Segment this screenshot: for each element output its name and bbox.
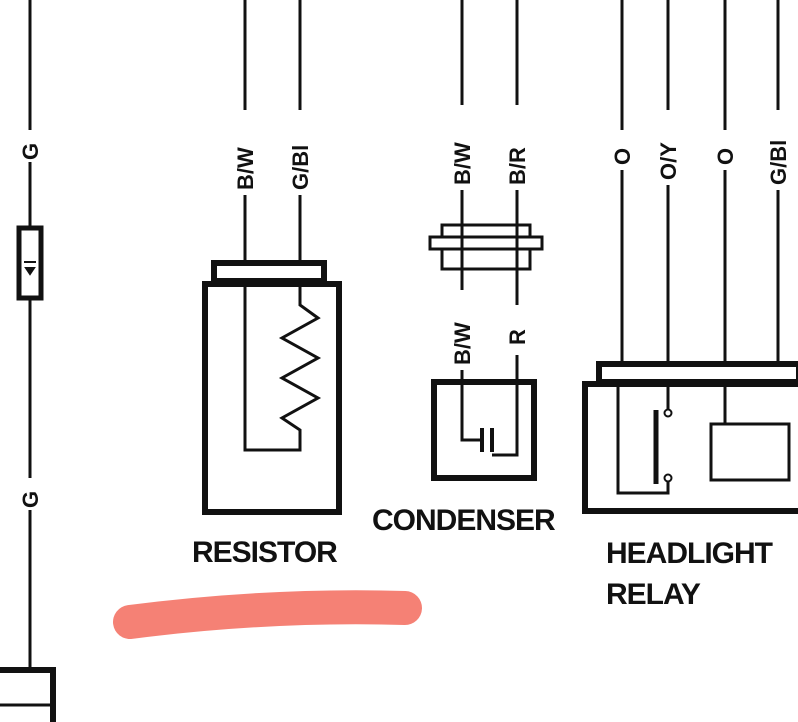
relay-label-line2: RELAY	[606, 578, 701, 611]
left-wire: G G	[0, 0, 56, 722]
highlight-mark	[113, 590, 422, 639]
wire-label: B/W	[450, 322, 475, 365]
wire-label: O	[610, 148, 635, 165]
wire-label: R	[505, 329, 530, 345]
headlight-relay-component: O O/Y O G/Bl HEADLIGHT RELAY	[582, 0, 798, 611]
wire-label: B/W	[450, 142, 475, 185]
wire-label: O	[713, 148, 738, 165]
wire-label: G	[18, 491, 43, 508]
resistor-label: RESISTOR	[192, 536, 338, 569]
resistor-component: B/W G/Bl RESISTOR	[192, 0, 342, 569]
condenser-label: CONDENSER	[372, 504, 556, 537]
relay-label-line1: HEADLIGHT	[606, 537, 773, 570]
wire-label: B/R	[505, 147, 530, 185]
wire-label: O/Y	[656, 142, 681, 180]
condenser-component: B/W B/R B/W R CONDENSER	[372, 0, 557, 537]
wire-label: G/Bl	[766, 140, 791, 185]
resistor-icon	[278, 284, 322, 440]
connector-box	[0, 667, 56, 722]
capacitor-icon	[480, 428, 494, 452]
wire-label: G/Bl	[288, 145, 313, 190]
wire-label: B/W	[233, 147, 258, 190]
coil-icon	[709, 422, 791, 482]
wire-label: G	[18, 143, 43, 160]
